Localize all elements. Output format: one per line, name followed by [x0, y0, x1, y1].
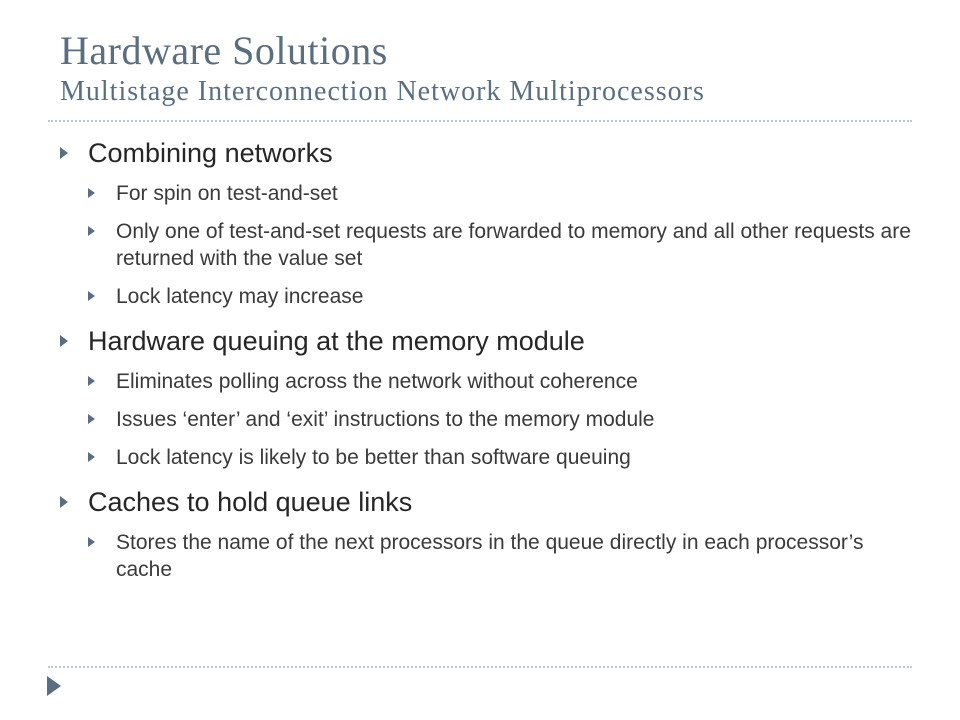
top-divider	[48, 120, 912, 122]
slide-subtitle: Multistage Interconnection Network Multi…	[60, 76, 705, 107]
footer-triangle-icon	[47, 676, 61, 696]
triangle-bullet-icon	[88, 291, 95, 301]
triangle-bullet-icon	[88, 537, 95, 547]
bullet-text: Combining networks	[88, 138, 333, 168]
sub-bullet: Stores the name of the next processors i…	[58, 529, 918, 583]
triangle-bullet-icon	[60, 496, 68, 508]
sub-bullet: Only one of test-and-set requests are fo…	[58, 218, 918, 272]
triangle-bullet-icon	[88, 376, 95, 386]
bullet-text: Hardware queuing at the memory module	[88, 326, 585, 356]
sub-bullet-text: Issues ‘enter’ and ‘exit’ instructions t…	[116, 408, 655, 431]
sub-bullet: Lock latency may increase	[58, 283, 918, 310]
triangle-bullet-icon	[88, 188, 95, 198]
triangle-bullet-icon	[88, 452, 95, 462]
slide-title: Hardware Solutions	[60, 28, 388, 73]
sub-bullet: Lock latency is likely to be better than…	[58, 444, 918, 471]
triangle-bullet-icon	[60, 147, 68, 159]
title-block: Hardware Solutions Multistage Interconne…	[60, 28, 920, 108]
bullet-caches-queue-links: Caches to hold queue links	[58, 485, 918, 519]
triangle-bullet-icon	[88, 226, 95, 236]
bullet-combining-networks: Combining networks	[58, 136, 918, 170]
sub-bullet-text: For spin on test-and-set	[116, 182, 338, 205]
sub-bullet: Eliminates polling across the network wi…	[58, 368, 918, 395]
sub-bullet-text: Lock latency may increase	[116, 285, 364, 308]
bottom-divider	[48, 666, 912, 668]
triangle-bullet-icon	[88, 414, 95, 424]
sub-bullet: For spin on test-and-set	[58, 180, 918, 207]
bullet-text: Caches to hold queue links	[88, 487, 413, 517]
sub-bullet: Issues ‘enter’ and ‘exit’ instructions t…	[58, 406, 918, 433]
sub-bullet-text: Eliminates polling across the network wi…	[116, 370, 638, 393]
bullet-hardware-queuing: Hardware queuing at the memory module	[58, 324, 918, 358]
sub-bullet-text: Stores the name of the next processors i…	[116, 531, 864, 581]
sub-bullet-text: Only one of test-and-set requests are fo…	[116, 220, 911, 270]
triangle-bullet-icon	[60, 335, 68, 347]
sub-bullet-text: Lock latency is likely to be better than…	[116, 446, 631, 469]
slide-content: Combining networks For spin on test-and-…	[58, 136, 918, 583]
